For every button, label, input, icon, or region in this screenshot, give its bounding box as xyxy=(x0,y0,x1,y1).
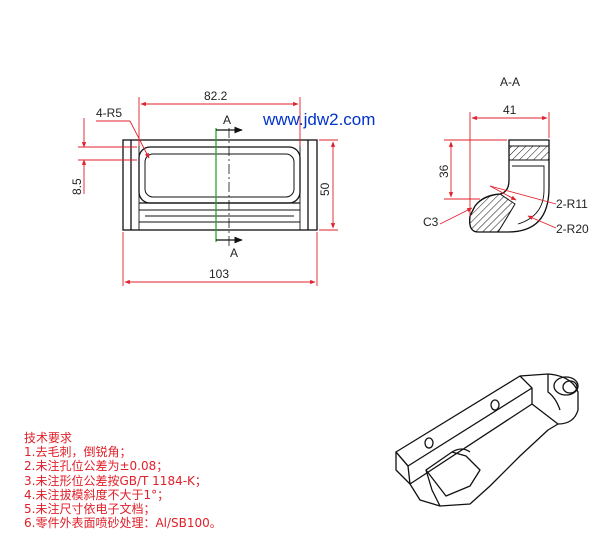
dim-36: 36 xyxy=(437,164,451,178)
dim-2-r20: 2-R20 xyxy=(556,222,589,236)
dim-82-2: 82.2 xyxy=(204,89,228,103)
dim-41: 41 xyxy=(503,103,517,117)
notes-item-2: 2.未注孔位公差为±0.08； xyxy=(24,459,169,474)
section-dimensions xyxy=(439,112,557,229)
notes-item-6: 6.零件外表面喷砂处理：Al/SB100。 xyxy=(24,516,222,531)
section-hatch-bottom xyxy=(469,193,516,233)
notes-item-3: 3.未注形位公差按GB/T 1184-K； xyxy=(24,473,207,488)
isometric-view xyxy=(395,373,579,507)
section-view xyxy=(469,139,550,233)
dim-2-r11: 2-R11 xyxy=(556,197,588,211)
mount-hole-left xyxy=(424,437,434,449)
mount-hole-right xyxy=(490,399,500,411)
section-mark-top: A xyxy=(223,113,231,127)
notes-item-1: 1.去毛刺，倒锐角； xyxy=(24,445,132,460)
section-mark-bottom: A xyxy=(230,246,238,260)
technical-requirements: 技术要求 1.去毛刺，倒锐角； 2.未注孔位公差为±0.08； 3.未注形位公差… xyxy=(24,431,222,530)
dim-8-5: 8.5 xyxy=(70,178,84,195)
dim-c3: C3 xyxy=(423,215,439,229)
dim-103: 103 xyxy=(209,267,229,281)
notes-title: 技术要求 xyxy=(24,431,73,445)
front-outer-frame xyxy=(122,139,318,231)
front-view xyxy=(122,128,318,246)
watermark-text: www.jdw2.com xyxy=(262,110,375,129)
dim-4-r5: 4-R5 xyxy=(96,106,122,120)
section-arrows xyxy=(216,126,243,244)
notes-item-5: 5.未注尺寸依电子文档； xyxy=(24,502,156,517)
section-hatch-top xyxy=(508,145,550,161)
front-handle-opening xyxy=(138,146,301,204)
front-dimensions xyxy=(78,97,338,286)
section-title: A-A xyxy=(500,75,520,89)
dim-50: 50 xyxy=(318,182,332,196)
notes-item-4: 4.未注拔模斜度不大于1°； xyxy=(24,487,170,502)
